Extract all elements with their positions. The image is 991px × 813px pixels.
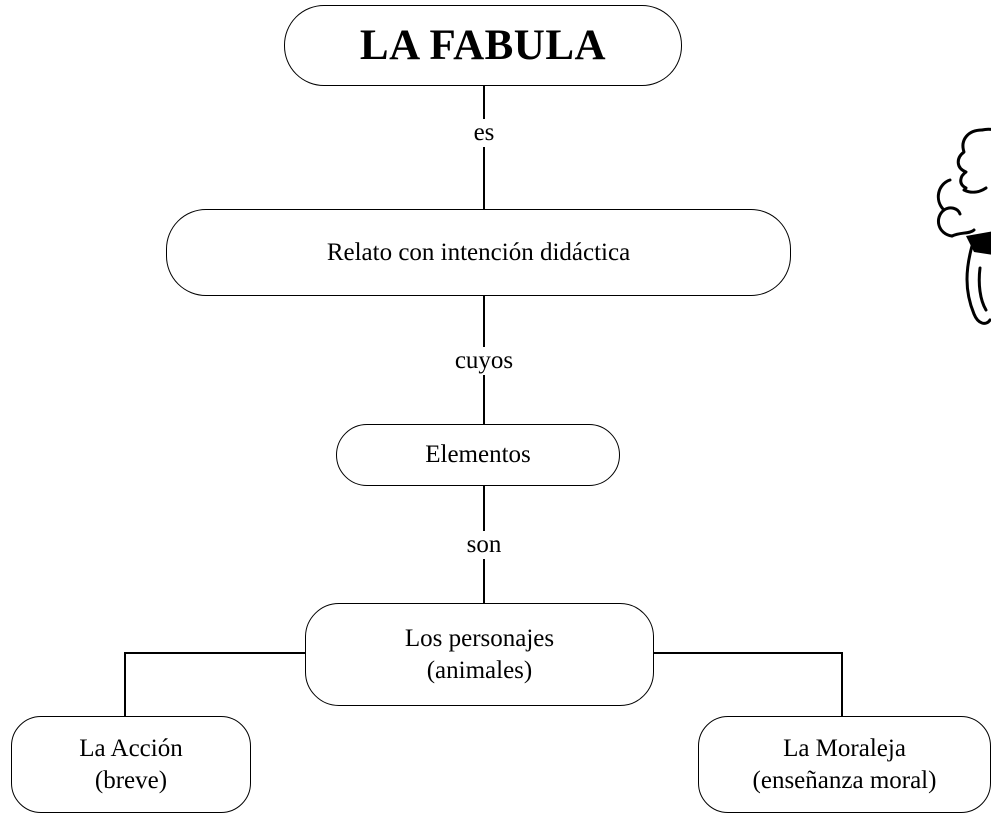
moraleja-label-line2: (enseñanza moral) — [752, 766, 937, 794]
accion-label-line2: (breve) — [94, 766, 168, 794]
moraleja-label-line1: La Moraleja — [783, 735, 906, 763]
cartoon-character-icon — [936, 127, 991, 325]
personajes-label-line2: (animales) — [426, 656, 533, 684]
title-node: LA FABULA — [284, 5, 682, 86]
connector-line-left-horizontal — [124, 652, 305, 654]
moraleja-node: La Moraleja (enseñanza moral) — [698, 716, 991, 813]
personajes-node: Los personajes (animales) — [305, 603, 654, 706]
personajes-label-line1: Los personajes — [404, 625, 555, 653]
relato-node: Relato con intención didáctica — [166, 209, 791, 296]
accion-node: La Acción (breve) — [11, 716, 251, 813]
connector-label-es: es — [471, 119, 497, 147]
connector-line-right-vertical — [841, 652, 843, 716]
connector-label-son: son — [464, 531, 504, 559]
connector-line-right-horizontal — [654, 652, 842, 654]
elementos-label: Elementos — [425, 441, 531, 469]
page-title: LA FABULA — [359, 21, 607, 69]
connector-label-cuyos: cuyos — [452, 347, 516, 375]
relato-label: Relato con intención didáctica — [326, 238, 631, 266]
elementos-node: Elementos — [336, 424, 620, 486]
connector-line-left-vertical — [124, 652, 126, 716]
connector-line-title-relato — [483, 86, 485, 209]
accion-label-line1: La Acción — [79, 735, 183, 763]
